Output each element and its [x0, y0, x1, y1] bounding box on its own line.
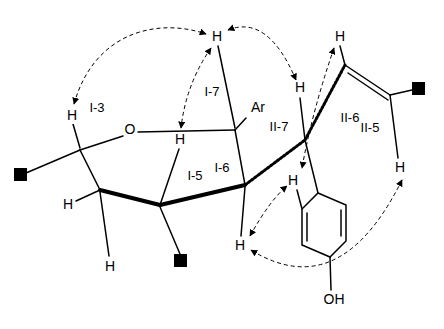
bond: [76, 190, 100, 201]
noe-arrows: [74, 27, 402, 267]
bond: [330, 257, 331, 290]
position-label: II-5: [360, 121, 381, 135]
square-marker: [14, 168, 27, 181]
position-label: I-5: [186, 169, 203, 183]
square-marker: [412, 82, 425, 95]
bond: [241, 187, 245, 236]
square-marker: [174, 254, 187, 267]
atom-label: H: [287, 173, 299, 188]
atom-label: H: [211, 29, 223, 44]
atom-label: H: [174, 132, 186, 147]
position-label: I-7: [203, 85, 220, 99]
bond: [80, 150, 100, 190]
bond: [26, 150, 80, 173]
bond: [138, 130, 235, 132]
position-label: II-7: [269, 120, 290, 134]
bond: [297, 190, 302, 209]
bond: [300, 98, 305, 140]
atom-label: OH: [323, 292, 346, 307]
atom-label: H: [234, 238, 246, 253]
atom-label: H: [62, 197, 74, 212]
noe-arrow: [250, 186, 287, 236]
bond: [235, 130, 245, 185]
bond: [340, 46, 345, 65]
noe-arrow: [251, 180, 402, 267]
bold-bond: [160, 185, 245, 205]
atom-label: H: [394, 160, 406, 175]
atom-label: O: [124, 122, 137, 137]
substituent-squares: [14, 82, 425, 267]
bond: [235, 118, 246, 130]
bold-bond: [100, 190, 160, 205]
atom-label: H: [104, 259, 116, 274]
bond: [160, 149, 179, 205]
position-label: I-3: [88, 101, 105, 115]
atom-label: H: [334, 29, 346, 44]
bond: [348, 73, 388, 100]
position-label: Ar: [250, 100, 266, 115]
bond: [160, 207, 180, 254]
noe-arrow: [302, 48, 334, 168]
bond: [100, 192, 109, 256]
bond: [306, 213, 308, 241]
bond: [73, 124, 80, 148]
atom-label: H: [294, 80, 306, 95]
bond: [390, 90, 412, 95]
bond: [390, 95, 398, 158]
bond: [340, 210, 342, 236]
aromatic-ring: [302, 193, 346, 257]
position-label: I-6: [213, 161, 230, 175]
atom-label: H: [66, 108, 78, 123]
bonds: [26, 46, 412, 290]
bond: [80, 136, 123, 150]
position-label: II-6: [340, 111, 361, 125]
bond: [305, 140, 318, 193]
noe-arrow: [228, 27, 296, 80]
bond: [345, 65, 390, 95]
noe-arrow: [74, 28, 206, 104]
